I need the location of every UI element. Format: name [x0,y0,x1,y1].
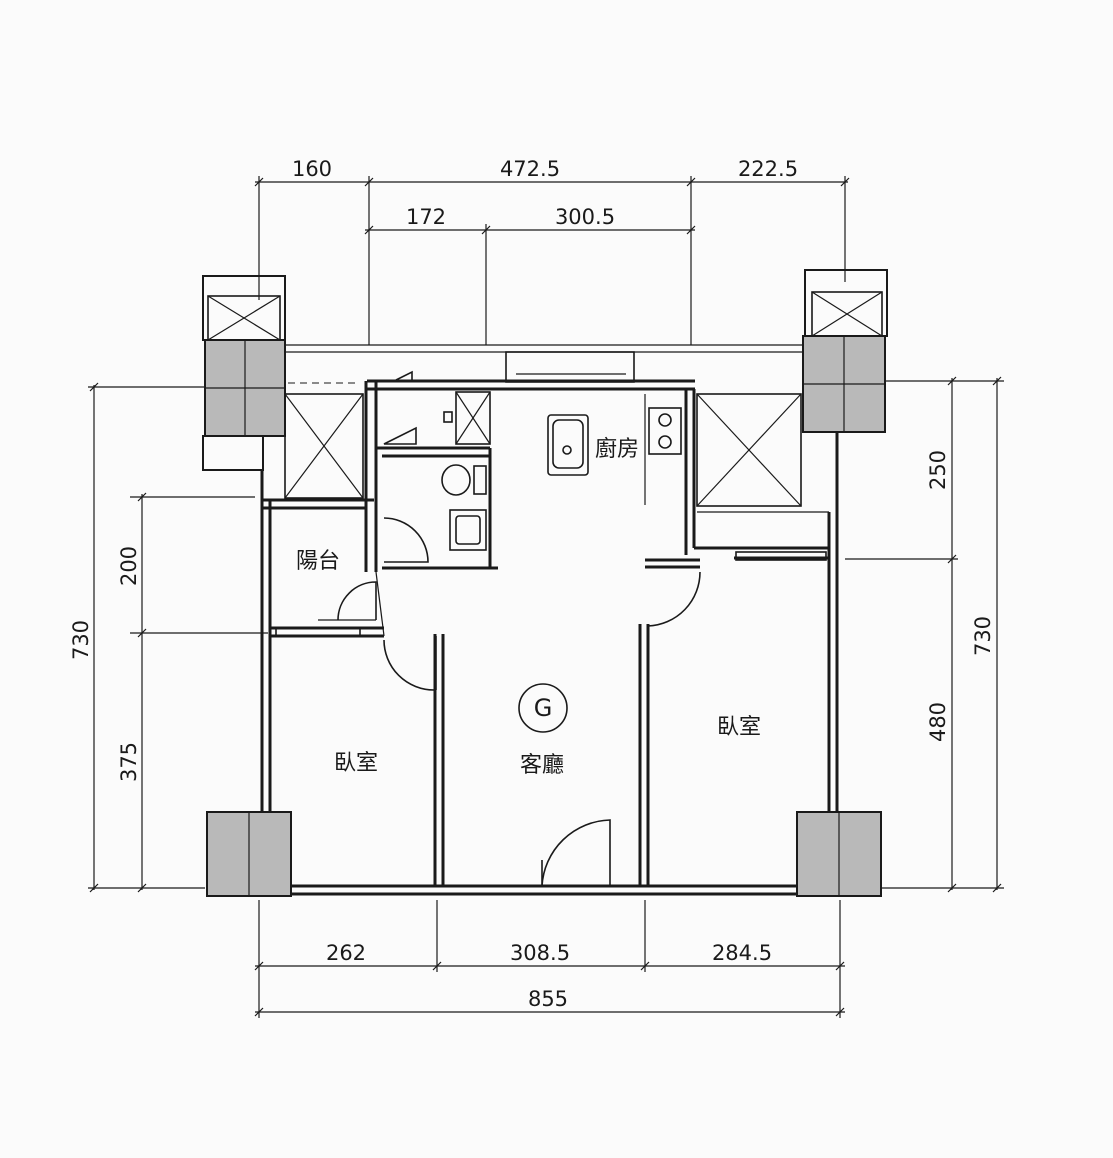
room-bedroom-right: 臥室 [717,715,761,740]
dim-left-730: 730 [69,620,93,660]
dim-right-480: 480 [926,702,950,742]
balcony-door [337,581,377,621]
room-balcony: 陽台 [296,549,340,574]
bedroom-left-door [383,639,435,691]
bathroom-door [383,517,429,563]
washbasin [449,509,487,551]
fixtures [275,370,827,887]
dim-left-375: 375 [117,742,141,782]
walls [260,344,839,896]
dim-top-472-5: 472.5 [500,157,560,181]
bedroom-right-door [647,571,701,627]
dimension-labels: 160 472.5 222.5 172 300.5 730 200 375 25… [69,157,995,1011]
kitchen-sink [547,414,589,476]
toilet [473,465,487,495]
room-bedroom-left: 臥室 [334,751,378,776]
dimension-ticks [89,177,1002,1017]
dim-left-200: 200 [117,546,141,586]
dim-bottom-262: 262 [326,941,366,965]
dim-bottom-855: 855 [528,987,568,1011]
dim-top-172: 172 [406,205,446,229]
unit-mark: G [518,683,568,733]
dim-top-222-5: 222.5 [738,157,798,181]
room-labels: 陽台 廚房 臥室 客廳 臥室 [296,437,761,778]
entrance-door [541,819,611,887]
dim-bottom-284-5: 284.5 [712,941,772,965]
structural-columns [202,269,888,897]
room-kitchen: 廚房 [595,437,639,462]
dimension-lines [88,176,1004,1018]
dim-right-730: 730 [971,616,995,656]
shower [455,391,491,445]
dim-top-160: 160 [292,157,332,181]
unit-label: G [534,694,553,722]
dim-bottom-308-5: 308.5 [510,941,570,965]
dim-right-250: 250 [926,450,950,490]
dim-top-300-5: 300.5 [555,205,615,229]
room-living: 客廳 [520,753,564,778]
